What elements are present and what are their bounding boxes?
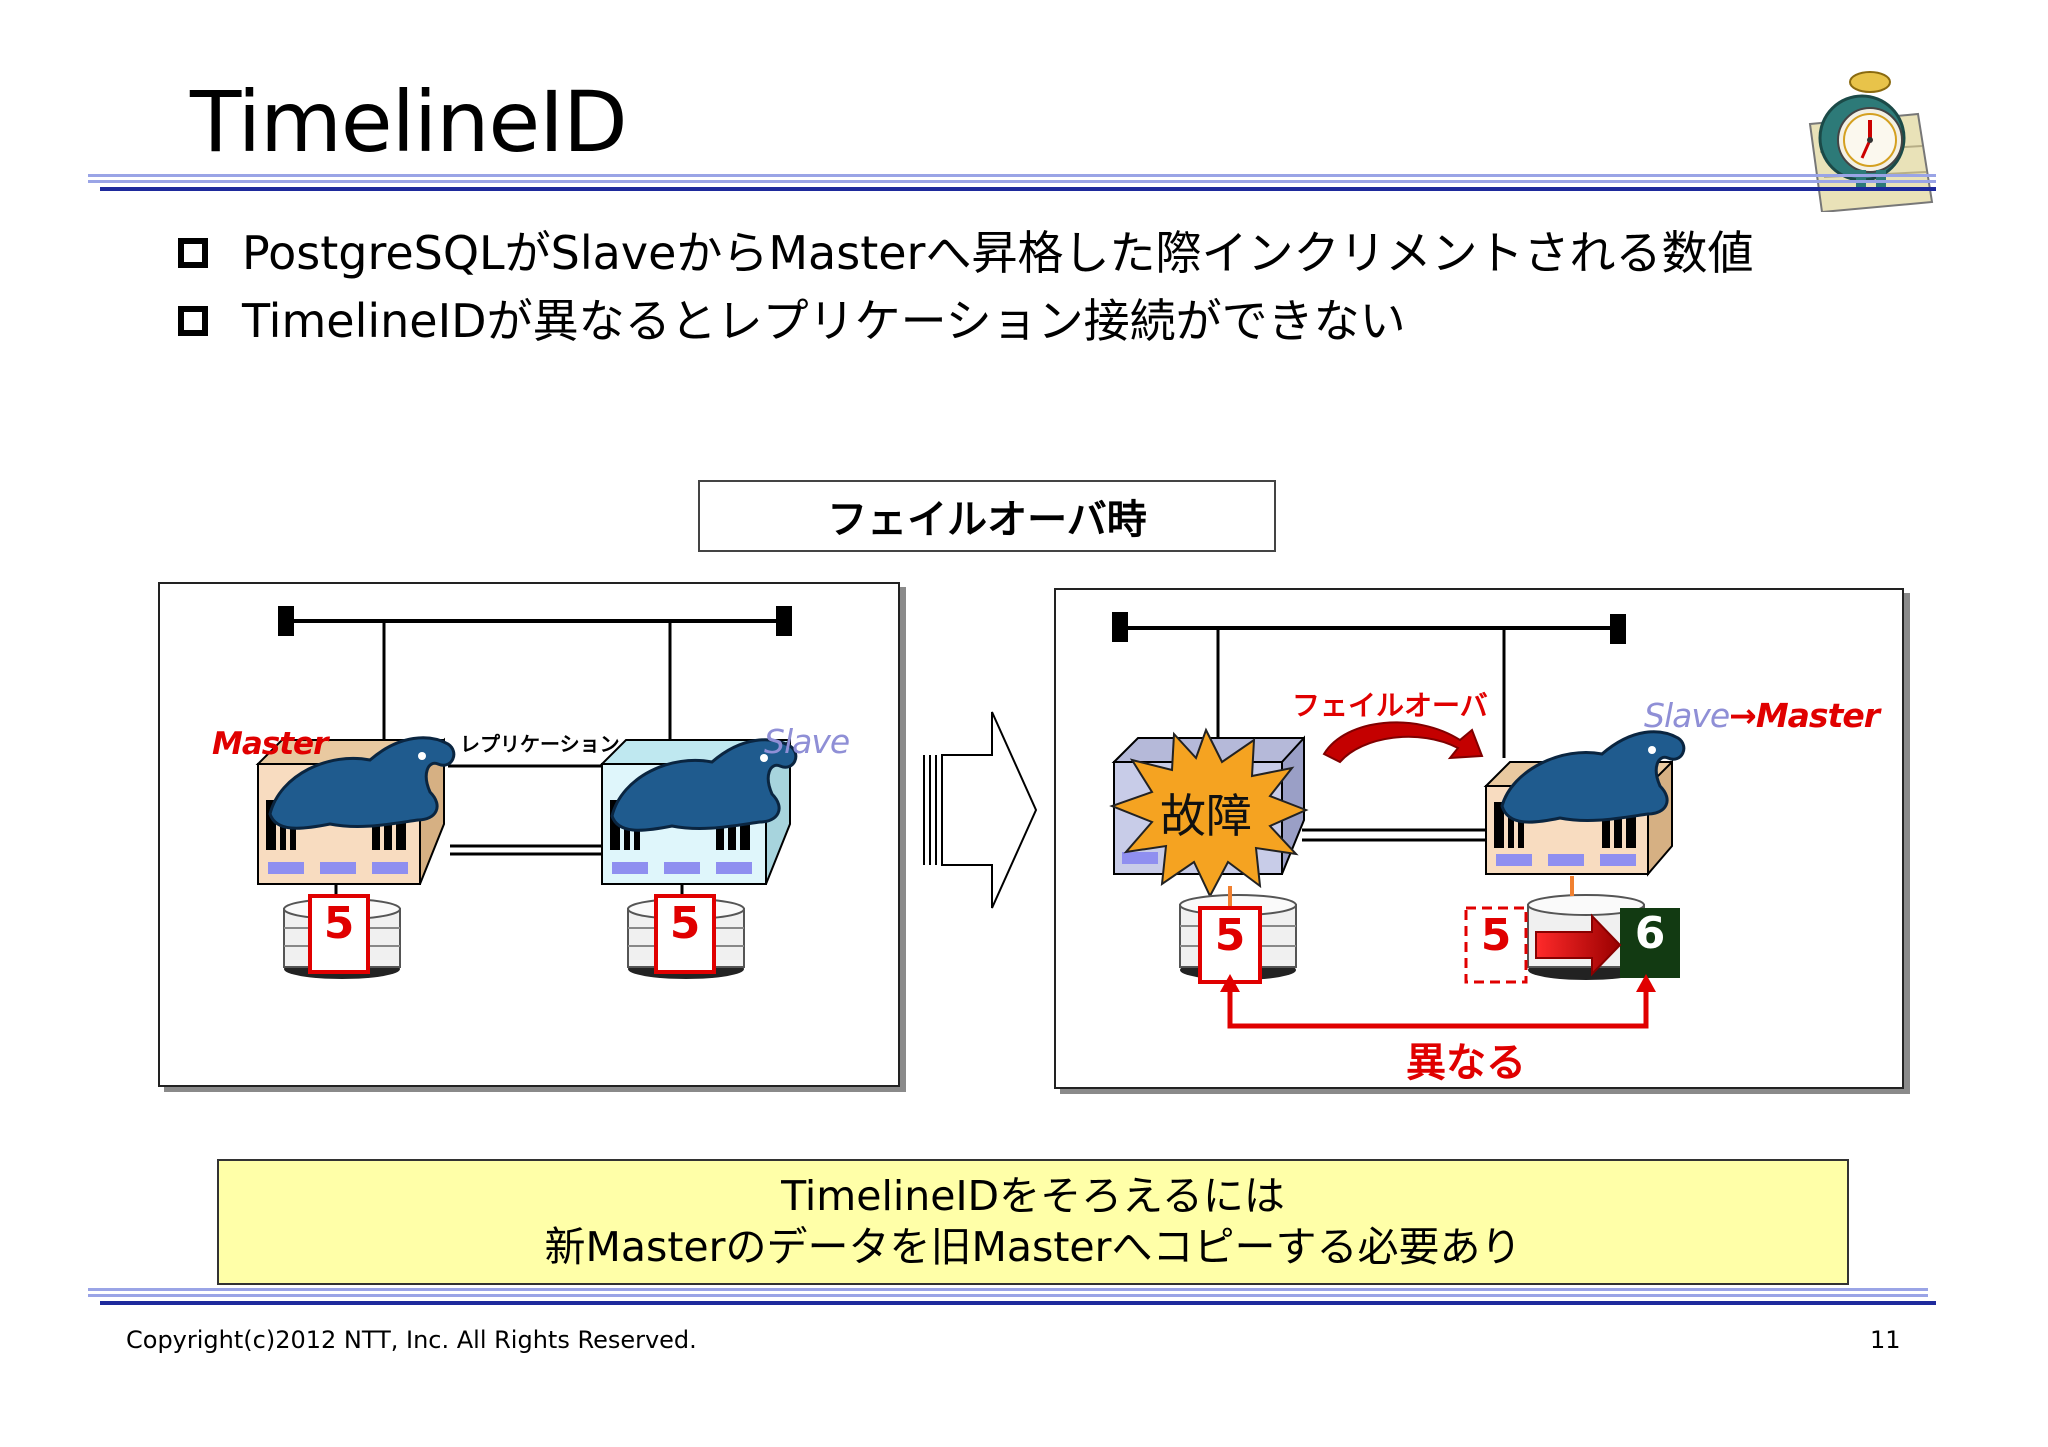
title-rule — [100, 187, 1936, 191]
failover-label: フェイルオーバ — [1292, 689, 1488, 722]
failure-label: 故障 — [1160, 789, 1252, 843]
increment-arrow-icon — [1535, 913, 1622, 977]
footer-rule-light — [88, 1288, 1928, 1291]
right-panel: フェイルオーバ Slave→Master 故障 5 5 6 異なる — [1054, 588, 1904, 1089]
block-arrow-icon — [923, 711, 1038, 909]
elephant-mascot-icon — [268, 736, 456, 830]
replication-label: レプリケーション — [460, 732, 620, 756]
title-rule-light-2 — [88, 180, 1936, 183]
promoted-to: →Master — [1729, 696, 1880, 735]
timeline-box-new — [1620, 908, 1680, 978]
page-title: TimelineID — [190, 73, 628, 171]
conclusion-note: TimelineIDをそろえるには 新Masterのデータを旧Masterへコピ… — [217, 1159, 1849, 1285]
promoted-from: Slave — [1644, 696, 1730, 735]
old-master-timeline-id: 5 — [1214, 910, 1246, 961]
diagram-caption: フェイルオーバ時 — [698, 480, 1276, 552]
slave-timeline-id: 5 — [669, 898, 701, 949]
master-label: Master — [212, 726, 328, 762]
master-timeline-id: 5 — [323, 898, 355, 949]
page-number: 11 — [1870, 1326, 1901, 1354]
elephant-mascot-icon — [610, 738, 798, 832]
title-rule-light — [88, 174, 1936, 177]
slave-label: Slave — [764, 722, 850, 761]
footer-rule-light-2 — [88, 1294, 1928, 1297]
timeline-box — [1198, 906, 1262, 984]
timeline-box — [654, 894, 716, 974]
timeline-box-previous — [1464, 906, 1528, 984]
footer-rule — [100, 1301, 1936, 1305]
bullet-square-icon — [178, 238, 208, 268]
right-panel-diagram — [1109, 612, 1686, 1029]
timeline-box — [308, 894, 370, 974]
bullet-square-icon — [178, 306, 208, 336]
bullet-text: PostgreSQLがSlaveからMasterへ昇格した際インクリメントされる… — [242, 226, 1754, 280]
previous-timeline-id: 5 — [1480, 910, 1512, 961]
bullet-item: PostgreSQLがSlaveからMasterへ昇格した際インクリメントされる… — [178, 230, 1753, 276]
left-panel: Master Slave レプリケーション 5 5 — [158, 582, 900, 1087]
promoted-label: Slave→Master — [1644, 696, 1880, 735]
left-panel-diagram — [255, 606, 798, 979]
bullet-text: TimelineIDが異なるとレプリケーション接続ができない — [242, 294, 1406, 348]
new-timeline-id: 6 — [1634, 908, 1666, 959]
bullet-item: TimelineIDが異なるとレプリケーション接続ができない — [178, 298, 1406, 344]
copyright: Copyright(c)2012 NTT, Inc. All Rights Re… — [126, 1326, 697, 1354]
curved-arrow-icon — [1322, 721, 1484, 764]
differ-label: 異なる — [1406, 1040, 1526, 1086]
note-line: TimelineIDをそろえるには — [781, 1171, 1285, 1220]
note-line: 新Masterのデータを旧Masterへコピーする必要あり — [544, 1223, 1522, 1271]
elephant-mascot-icon — [1500, 730, 1686, 824]
